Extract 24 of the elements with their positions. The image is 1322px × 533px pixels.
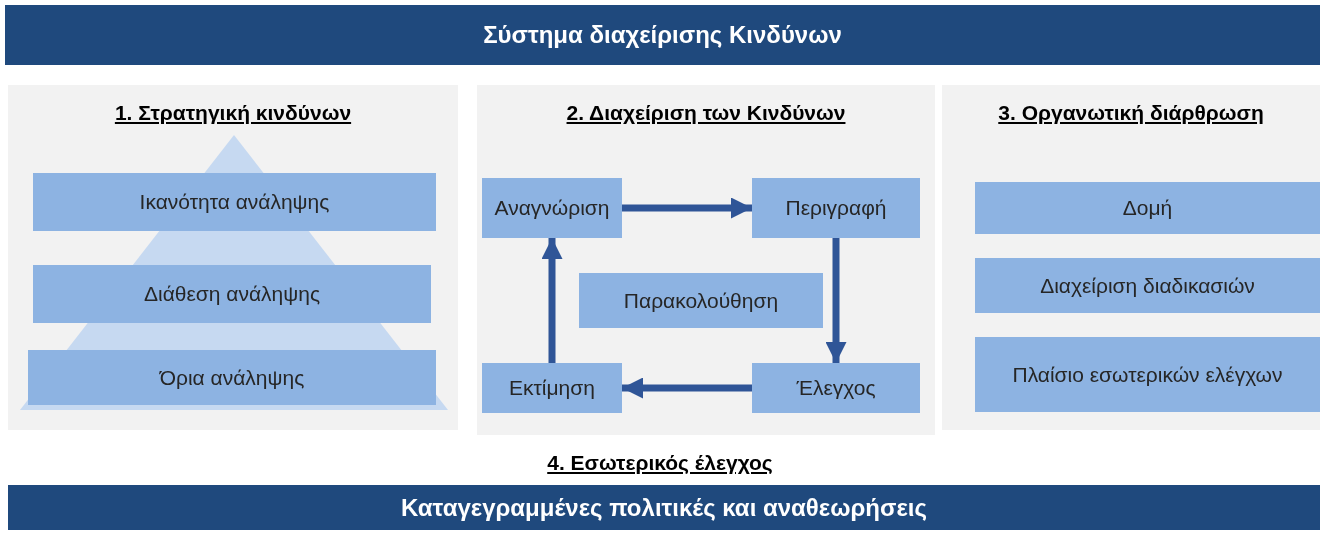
section-panel (477, 85, 935, 435)
step-box: Δομή (975, 182, 1320, 234)
arrow (541, 238, 563, 363)
arrow (825, 238, 847, 363)
section-heading: 1. Στρατηγική κινδύνων (113, 100, 353, 126)
step-box: Αναγνώριση (482, 178, 622, 238)
section-heading: 4. Εσωτερικός έλεγχος (546, 450, 774, 476)
arrow (622, 197, 752, 219)
section-heading: 2. Διαχείριση των Κινδύνων (565, 100, 847, 126)
section-panel (8, 85, 458, 430)
title-band: Καταγεγραμμένες πολιτικές και αναθεωρήσεις (8, 485, 1320, 530)
step-box: Εκτίμηση (482, 363, 622, 413)
step-box: Όρια ανάληψης (28, 350, 436, 405)
step-box: Πλαίσιο εσωτερικών ελέγχων (975, 337, 1320, 412)
step-box: Έλεγχος (752, 363, 920, 413)
step-box: Διαχείριση διαδικασιών (975, 258, 1320, 313)
step-box: Διάθεση ανάληψης (33, 265, 431, 323)
step-box: Ικανότητα ανάληψης (33, 173, 436, 231)
section-panel (942, 85, 1320, 430)
step-box: Περιγραφή (752, 178, 920, 238)
section-heading: 3. Οργανωτική διάρθρωση (997, 100, 1265, 126)
step-box: Παρακολούθηση (579, 273, 823, 328)
title-band: Σύστημα διαχείρισης Κινδύνων (5, 5, 1320, 65)
arrow (622, 377, 752, 399)
